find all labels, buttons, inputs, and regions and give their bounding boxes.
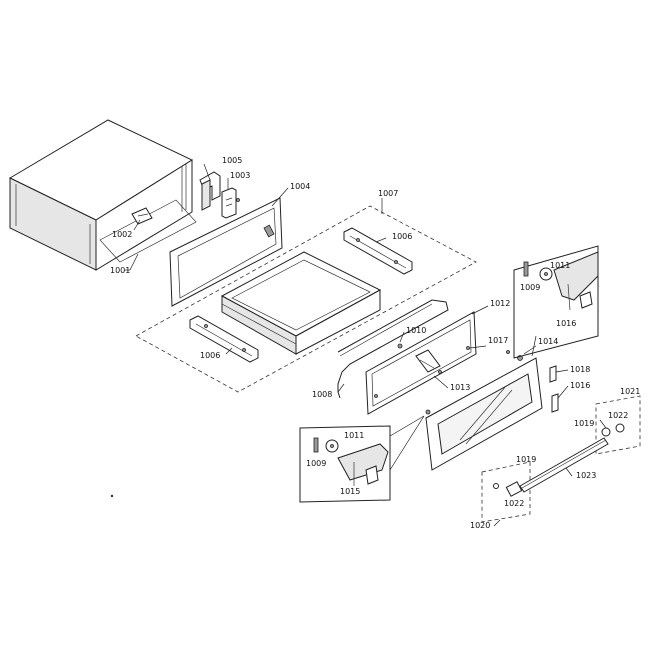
label-1022-left: 1022 (504, 499, 524, 508)
label-1017: 1017 (488, 336, 508, 345)
label-1011-upper: 1011 (550, 261, 570, 270)
label-1005: 1005 (222, 156, 242, 165)
part-1005-bracket (199, 171, 221, 211)
label-1009-upper: 1009 (520, 283, 540, 292)
label-1009-lower: 1009 (306, 459, 326, 468)
label-1004: 1004 (290, 182, 310, 191)
label-1012: 1012 (490, 299, 510, 308)
group-1007-dashed-outline (135, 205, 477, 393)
label-1002: 1002 (112, 230, 132, 239)
part-1008-gasket (337, 299, 449, 399)
label-1008: 1008 (312, 390, 332, 399)
callout-labels: 1001 1002 1005 1003 1004 1007 1006 1006 … (110, 156, 640, 530)
label-1020: 1020 (470, 521, 490, 530)
part-1014-outer-door (425, 357, 543, 471)
label-1006-front: 1006 (200, 351, 220, 360)
label-1015-lower: 1015 (340, 487, 360, 496)
detail-box-upper-right (513, 245, 599, 359)
label-1021: 1021 (620, 387, 640, 396)
label-1016-door: 1016 (570, 381, 590, 390)
callout-leaders (124, 163, 607, 527)
small-fasteners (506, 350, 559, 413)
housing-cabinet (8, 119, 197, 271)
part-1004-front-frame (169, 197, 283, 307)
part-1006-rail-front (189, 315, 259, 363)
label-1006-rear: 1006 (392, 232, 412, 241)
label-1003: 1003 (230, 171, 250, 180)
label-1014: 1014 (538, 337, 558, 346)
part-1006-rail-rear (343, 227, 413, 275)
detail-box-lower-left (299, 415, 425, 503)
label-1007: 1007 (378, 189, 398, 198)
label-1001: 1001 (110, 266, 130, 275)
label-1016-upper: 1016 (556, 319, 576, 328)
label-1011-lower: 1011 (344, 431, 364, 440)
label-1022-right: 1022 (608, 411, 628, 420)
label-1013: 1013 (450, 383, 470, 392)
stray-mark (110, 494, 114, 498)
part-1002-bracket (131, 207, 153, 225)
part-1003-switch (221, 187, 240, 219)
handle-assembly (481, 395, 641, 523)
label-1019-right: 1019 (574, 419, 594, 428)
drawer-pan (220, 251, 382, 355)
label-1018: 1018 (570, 365, 590, 374)
label-1019-left: 1019 (516, 455, 536, 464)
label-1010: 1010 (406, 326, 426, 335)
part-1013-hinge (397, 343, 442, 374)
label-1023: 1023 (576, 471, 596, 480)
